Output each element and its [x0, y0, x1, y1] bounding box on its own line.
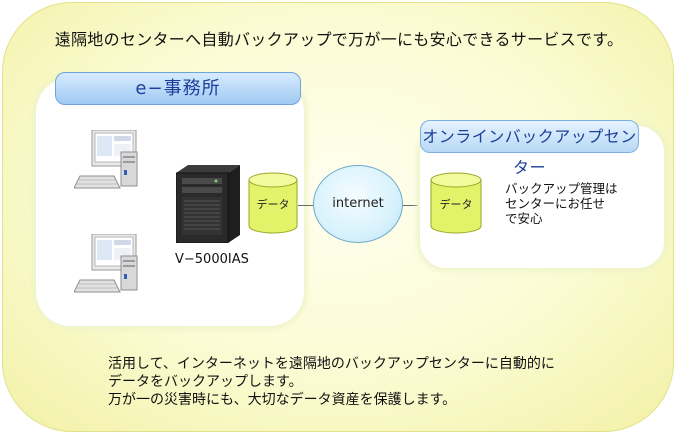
description-line: 活用して、インターネットを遠隔地のバックアップセンターに自動的に — [108, 356, 555, 372]
desktop-pc-icon — [74, 130, 138, 189]
office-data-storage: データ — [248, 172, 298, 234]
description-line: データをバックアップします。 — [108, 374, 303, 390]
database-cylinder-icon — [430, 172, 482, 234]
connector-line — [403, 205, 418, 206]
center-note-line: センターにお任せ — [505, 196, 606, 211]
office-title: e−事務所 — [55, 72, 301, 105]
center-note-line: バックアップ管理は — [505, 181, 618, 196]
center-data-label: データ — [439, 198, 473, 211]
server-model-label: V−5000IAS — [175, 252, 249, 267]
connector-line — [298, 205, 313, 206]
desktop-pc-icon — [74, 234, 138, 293]
description-line: 万が一の災害時にも、大切なデータ資産を保護します。 — [108, 392, 457, 408]
office-data-label: データ — [256, 198, 290, 211]
internet-cloud: internet — [313, 165, 403, 243]
description: 活用して、インターネットを遠隔地のバックアップセンターに自動的に データをバック… — [108, 355, 628, 409]
database-cylinder-icon — [248, 172, 298, 234]
backup-center-title: オンラインバックアップセンター — [420, 120, 639, 177]
tower-server-icon — [176, 165, 240, 243]
headline: 遠隔地のセンターへ自動バックアップで万が一にも安心できるサービスです。 — [54, 30, 624, 49]
center-note-line: で安心 — [505, 211, 543, 226]
center-data-storage: データ — [430, 172, 482, 234]
center-note: バックアップ管理は センターにお任せ で安心 — [505, 181, 635, 226]
